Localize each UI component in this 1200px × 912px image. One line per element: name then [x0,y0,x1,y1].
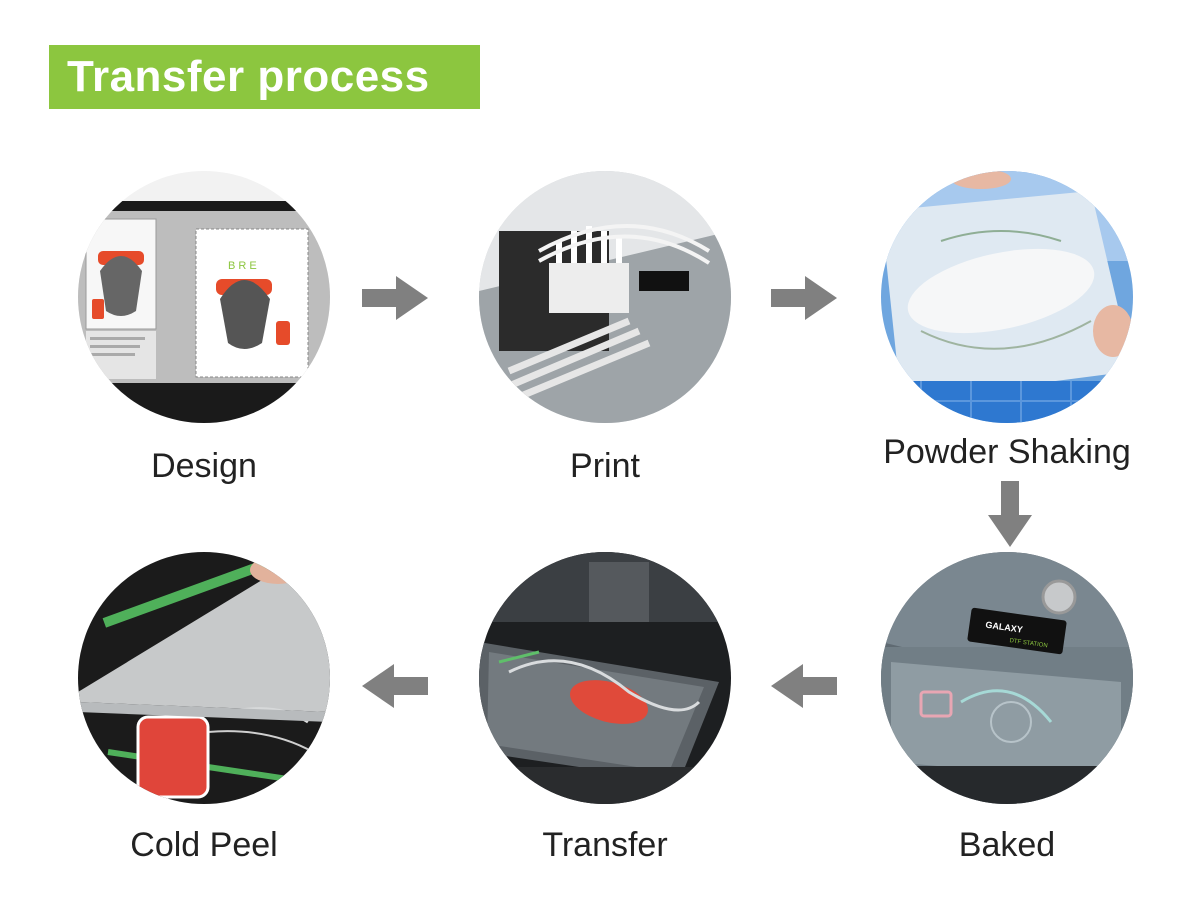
brand-sub: DTF STATION [1009,638,1048,649]
transfer-image [479,552,731,804]
powder-shaking-image [881,171,1133,423]
arrow-left-icon [362,664,428,708]
arrow-right-icon [362,276,428,320]
step-label-cold-peel: Cold Peel [130,826,278,864]
step-label-baked: Baked [958,826,1056,864]
design-image: B R E [78,171,330,423]
step-baked: GALAXY DTF STATION Baked [881,552,1133,864]
cold-peel-image [78,552,330,804]
print-image [479,171,731,423]
arrow-right-icon [771,276,837,320]
arrow-left-icon [771,664,837,708]
step-label-design: Design [151,447,257,485]
step-design: B R E Design [78,171,330,485]
step-label-print: Print [570,447,640,485]
step-label-transfer: Transfer [542,826,668,864]
step-print: Print [479,171,731,485]
page-title: Transfer process [67,52,430,101]
step-powder-shaking: Powder Shaking [881,171,1133,471]
arrow-down-icon [988,481,1032,547]
step-cold-peel: Cold Peel [78,552,330,864]
step-label-powder-shaking: Powder Shaking [883,433,1131,471]
step-transfer: Transfer [479,552,731,864]
title-banner: Transfer process [49,45,480,109]
svg-text:B R E: B R E [228,260,257,272]
baked-image: GALAXY DTF STATION [881,552,1133,804]
